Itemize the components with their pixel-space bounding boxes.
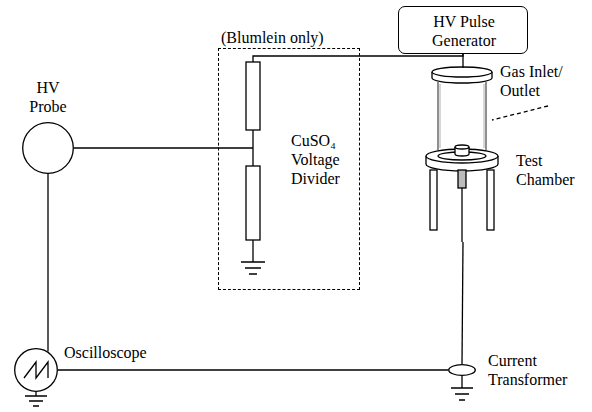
node-outline-shape bbox=[15, 349, 58, 392]
node-outline bbox=[14, 348, 58, 392]
divider-wire bbox=[218, 130, 253, 166]
resistor-symbol bbox=[246, 166, 260, 240]
oscilloscope-circle: Oscilloscope bbox=[14, 348, 58, 392]
ground-symbol bbox=[241, 262, 265, 274]
wire-connector bbox=[360, 54, 463, 56]
node-label: Oscilloscope bbox=[64, 343, 164, 362]
node-label: HV Pulse Generator bbox=[409, 12, 519, 50]
ground-symbol bbox=[451, 388, 473, 400]
ground-symbol bbox=[25, 396, 47, 406]
gas-label: Gas Inlet/ Outlet bbox=[500, 62, 580, 100]
wire-connector bbox=[462, 242, 463, 364]
voltage-divider-box: (Blumlein only)CuSO₄ Voltage Divider bbox=[218, 48, 360, 290]
wire-connector bbox=[47, 174, 48, 352]
node-outline bbox=[448, 364, 476, 376]
pulse-generator-box: HV Pulse Generator bbox=[398, 6, 528, 54]
divider-wire bbox=[253, 56, 360, 62]
test-chamber-drawing bbox=[426, 67, 498, 242]
divider-wire bbox=[252, 240, 253, 262]
sawtooth-symbol bbox=[24, 362, 48, 378]
ground-wire bbox=[461, 376, 462, 388]
note-label: (Blumlein only) bbox=[221, 28, 361, 47]
node-outline-shape bbox=[23, 123, 74, 174]
gas-leader-line bbox=[492, 106, 548, 120]
node-outline-shape bbox=[449, 365, 476, 376]
test-chamber: Test Chamber bbox=[424, 68, 502, 242]
wire-connector bbox=[58, 369, 448, 370]
node-outline bbox=[22, 122, 74, 174]
probe-label: HV Probe bbox=[22, 78, 74, 116]
probe-circle: HV Probe bbox=[22, 122, 74, 174]
resistor-symbol bbox=[246, 62, 260, 130]
node-label: Test Chamber bbox=[516, 151, 590, 189]
wire-connector bbox=[74, 147, 218, 148]
node-label: Current Transformer bbox=[488, 351, 588, 389]
current-transformer: Current Transformer bbox=[448, 364, 476, 376]
node-label: CuSO₄ Voltage Divider bbox=[291, 131, 357, 188]
